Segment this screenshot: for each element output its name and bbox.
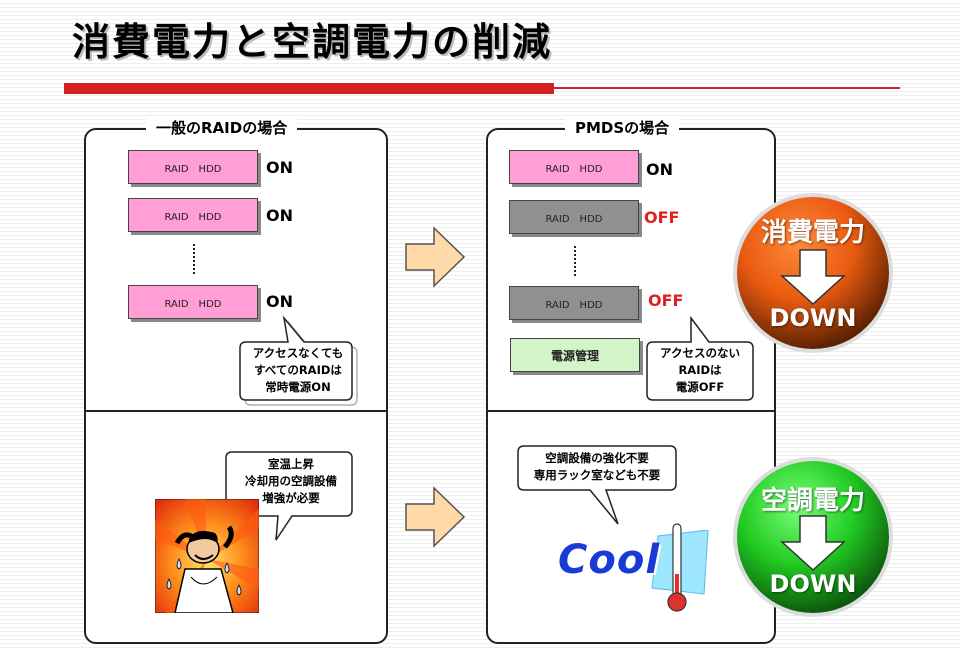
title-underline-thick [64,83,554,94]
raid-hdd-right-2: RAID HDD [509,200,639,234]
callout-power-off: アクセスのない RAIDは 電源OFF [660,346,740,394]
power-down-badge [733,193,893,353]
right-arrow-bottom [405,486,466,548]
raid-hdd-left-2: RAID HDD [128,198,258,232]
right-panel-title: PMDSの場合 [565,118,680,138]
thermometer-icon [667,523,687,612]
hdd-state-left-2: ON [266,206,293,225]
power-management-label: 電源管理 [550,348,599,363]
speech-bubble-right [646,315,754,401]
right-panel-divider [488,410,774,412]
power-management-box: 電源管理 [510,338,640,372]
cool-text: Cool [558,537,661,583]
raid-hdd-label: RAID HDD [545,299,603,311]
page-title: 消費電力と空調電力の削減 [72,20,553,64]
raid-hdd-label: RAID HDD [164,163,222,175]
left-panel-title: 一般のRAIDの場合 [146,118,298,138]
raid-hdd-left-1: RAID HDD [128,150,258,184]
power-badge-label: 消費電力 [760,218,865,248]
left-panel-divider [86,410,386,412]
hdd-state-left-3: ON [266,292,293,311]
hot-person-illustration [155,499,259,613]
aircon-badge-down: DOWN [769,570,857,598]
raid-hdd-left-3: RAID HDD [128,285,258,319]
callout-heat: 室温上昇 冷却用の空調設備 増強が必要 [245,457,337,505]
ellipsis-right [574,246,578,276]
hdd-state-right-2: OFF [644,208,680,227]
speech-bubble-heat [225,451,353,541]
right-arrow-top [405,226,466,288]
raid-hdd-label: RAID HDD [545,163,603,175]
raid-hdd-right-3: RAID HDD [509,286,639,320]
aircon-badge-label: 空調電力 [760,486,865,516]
callout-no-aircon: 空調設備の強化不要 専用ラック室なども不要 [533,451,661,482]
ellipsis-left [193,244,197,274]
raid-hdd-label: RAID HDD [545,213,603,225]
speech-bubble-left [239,315,358,406]
power-badge-down: DOWN [769,304,857,332]
speech-bubble-cool [517,445,677,525]
callout-always-on: アクセスなくても すべてのRAIDは 常時電源ON [252,346,344,394]
aircon-down-badge [733,457,893,617]
hdd-state-right-1: ON [646,160,673,179]
raid-hdd-label: RAID HDD [164,298,222,310]
hdd-state-left-1: ON [266,158,293,177]
raid-hdd-right-1: RAID HDD [509,150,639,184]
raid-hdd-label: RAID HDD [164,211,222,223]
title-underline-thin [554,87,900,89]
hdd-state-right-3: OFF [648,291,684,310]
